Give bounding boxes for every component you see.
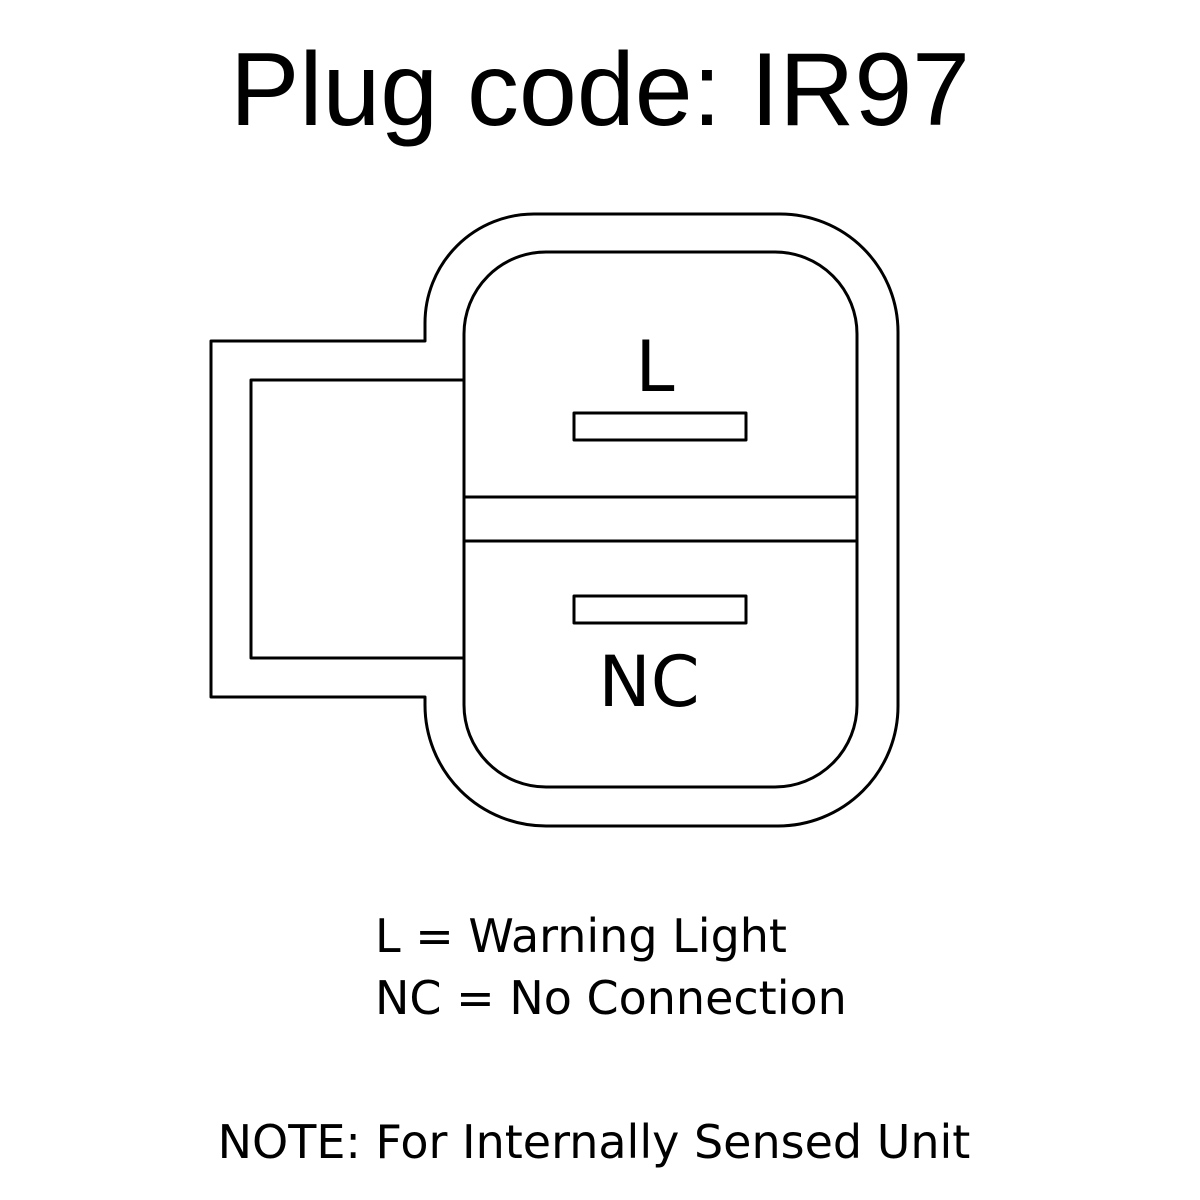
pin-nc-terminal xyxy=(572,594,748,625)
note-text: NOTE: For Internally Sensed Unit xyxy=(217,1115,971,1169)
plug-code-title: Plug code: IR97 xyxy=(229,32,971,148)
pin-l-terminal xyxy=(572,411,748,442)
connector-latch xyxy=(249,378,464,660)
pin-l-label: L xyxy=(636,326,675,408)
legend-item-l: L = Warning Light xyxy=(375,909,787,963)
connector-outer-housing xyxy=(209,212,900,828)
connector-inner-socket xyxy=(462,250,859,789)
pin-nc-label: NC xyxy=(598,641,699,723)
pin-legend: L = Warning Light NC = No Connection xyxy=(375,905,847,1029)
legend-item-nc: NC = No Connection xyxy=(375,971,847,1025)
